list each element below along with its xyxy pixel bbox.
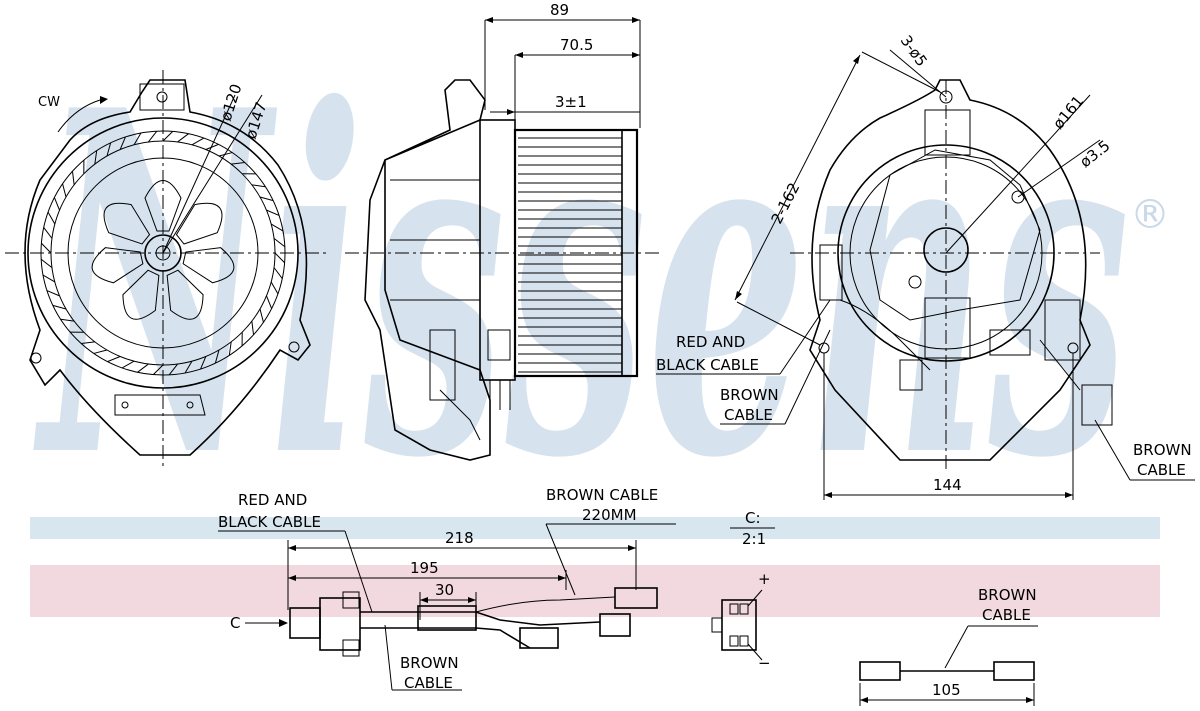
blade [191,137,205,146]
blade [200,356,207,370]
blade [41,242,52,254]
brown-cable-label-1: BROWN [978,586,1037,604]
band-pink [30,565,1160,617]
dim-89: 89 [550,1,569,19]
blade [93,349,108,354]
blade [162,131,174,142]
blade [273,237,286,248]
rear-brown-right-label-2: CABLE [1137,461,1186,479]
blade [106,142,112,157]
rear-brown-label-2: CABLE [724,406,773,424]
dim-3pm1: 3±1 [555,93,587,111]
blade [94,150,98,165]
blade [168,363,179,376]
dim-144: 144 [933,476,962,494]
blade [107,356,121,363]
blade [46,290,60,297]
blade [270,223,284,232]
dim-195: 195 [410,559,439,577]
blade [274,252,285,264]
blade [121,360,135,369]
blade [251,321,255,335]
spoke [166,269,204,320]
blade [40,258,53,269]
side-view: 89 70.5 3±1 [345,1,660,461]
brown-cable-detail: BROWN CABLE 105 [859,586,1038,706]
blade [259,196,274,202]
blade [81,341,95,345]
blade [177,133,189,143]
rotation-label: CW [38,95,60,110]
detail-c: C: 2:1 + − [711,509,775,672]
blade [273,267,283,279]
rear-brown-right-label-1: BROWN [1133,441,1192,459]
harness-view: RED AND BLACK CABLE BROWN CABLE 220MM 21… [218,486,676,692]
harness-brown-cable-2: 220MM [582,506,637,524]
blade [137,363,149,373]
spoke [122,269,160,320]
spoke [103,202,151,245]
blade [251,184,266,188]
blade [231,161,245,165]
harness-red-black-2: BLACK CABLE [218,513,321,531]
rear-red-black-label-1: RED AND [676,333,745,351]
brown-cable-label-2: CABLE [982,606,1031,624]
blade [266,295,273,309]
view-c-label: C [230,614,240,632]
rear-red-black-label-2: BLACK CABLE [656,356,759,374]
blade [147,130,158,143]
spoke [144,180,182,232]
blade [152,364,164,375]
rear-brown-label-1: BROWN [720,386,779,404]
dim-70-5: 70.5 [560,36,593,54]
blade [228,341,232,356]
harness-brown-bottom-1: BROWN [400,654,459,672]
blade [119,136,126,150]
band-blue [30,517,1160,539]
harness-brown-cable-1: BROWN CABLE [546,486,658,504]
detail-c-title: C: [745,509,761,527]
plus-terminal: + [758,570,771,588]
blade [52,304,67,310]
impeller-spokes [91,180,235,320]
blade [184,360,193,374]
spoke [182,247,235,284]
harness-red-black-1: RED AND [238,491,307,509]
blade [43,227,53,239]
watermark-logo: Nissens [32,9,1130,561]
blade [53,197,60,211]
blade [71,171,75,185]
dim-30: 30 [435,581,454,599]
blade [214,349,220,364]
blade [259,308,264,323]
blade [133,132,142,146]
minus-terminal: − [758,654,771,672]
spoke [91,247,144,284]
fan-fins [518,137,622,373]
blade [60,318,75,322]
blade [270,281,279,295]
dim-218: 218 [445,529,474,547]
dim-105: 105 [932,681,961,699]
blade [218,152,233,157]
impeller-blades [40,130,286,376]
registered-mark: ® [1130,192,1170,238]
spoke [175,202,223,245]
blade [266,209,280,216]
blade [205,143,219,150]
harness-brown-bottom-2: CABLE [404,674,453,692]
blade [62,183,67,198]
blade [42,274,56,283]
detail-c-scale: 2:1 [742,530,766,548]
blade [47,211,56,225]
